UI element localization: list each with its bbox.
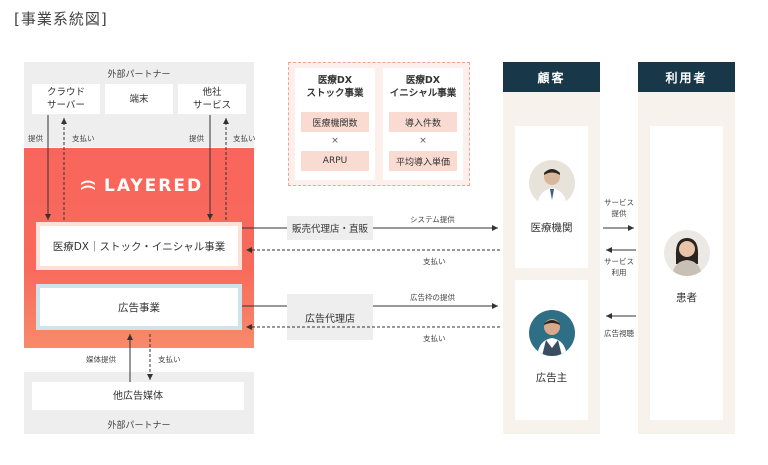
- diagram-title: [事業系統図]: [14, 10, 108, 28]
- dx-initial-metric-b: 平均導入単価: [389, 151, 457, 171]
- ad-agent-box: 広告代理店: [287, 294, 373, 340]
- partner-device: 端末: [105, 84, 173, 114]
- label-other-pay: 支払い: [233, 134, 256, 143]
- partner-cloud-server: クラウド サーバー: [32, 84, 100, 114]
- advertiser-label: 広告主: [535, 372, 568, 384]
- doctor-avatar: [528, 160, 575, 206]
- dx-stock-times: ×: [331, 136, 339, 146]
- partner-other-service: 他社 サービス: [178, 84, 246, 114]
- advertiser-card: 広告主: [515, 280, 588, 420]
- label-adspace-provide: 広告枠の提供: [410, 293, 455, 302]
- advertiser-avatar: [528, 310, 575, 356]
- sales-agent-box: 販売代理店・直販: [287, 216, 373, 240]
- layered-logo-text: LAYERED: [104, 176, 204, 196]
- partner-other-ad-media: 他広告媒体: [32, 382, 244, 410]
- label-media-provide: 媒体提供: [86, 355, 116, 364]
- dx-initial-metric-a: 導入件数: [389, 112, 457, 132]
- medical-institution-label: 医療機関: [530, 222, 573, 234]
- label-ad-pay: 支払い: [423, 334, 446, 343]
- label-dx-pay: 支払い: [423, 257, 446, 266]
- dx-stock-metric-a: 医療機関数: [301, 112, 369, 132]
- layered-logo: LAYERED: [78, 176, 203, 196]
- customer-column-header: 顧客: [503, 62, 600, 92]
- label-system-provide: システム提供: [410, 215, 455, 224]
- dx-initial-times: ×: [419, 136, 427, 146]
- label-cloud-pay: 支払い: [72, 134, 95, 143]
- patient-card: 患者: [650, 126, 723, 420]
- patient-label: 患者: [676, 292, 697, 304]
- dx-initial-heading: 医療DX イニシャル事業: [389, 75, 457, 99]
- medical-institution-card: 医療機関: [515, 126, 588, 268]
- layered-logo-icon: [81, 180, 95, 190]
- label-cloud-provide: 提供: [28, 134, 43, 143]
- patient-avatar: [663, 230, 710, 276]
- dx-stock-metric-b: ARPU: [301, 151, 369, 171]
- dx-business-box: 医療DX｜ストック・イニシャル事業: [36, 222, 242, 270]
- label-other-provide: 提供: [189, 134, 204, 143]
- label-ad-view: 広告視聴: [604, 329, 634, 338]
- label-service-provide: サービス 提供: [604, 198, 634, 218]
- dx-stock-heading: 医療DX ストック事業: [306, 75, 364, 99]
- label-media-pay: 支払い: [158, 355, 181, 364]
- external-partners-bottom-label: 外部パートナー: [107, 421, 171, 431]
- user-column-header: 利用者: [638, 62, 735, 92]
- label-service-use: サービス 利用: [604, 257, 634, 277]
- external-partners-top-label: 外部パートナー: [107, 70, 171, 80]
- ad-business-box: 広告事業: [36, 284, 242, 330]
